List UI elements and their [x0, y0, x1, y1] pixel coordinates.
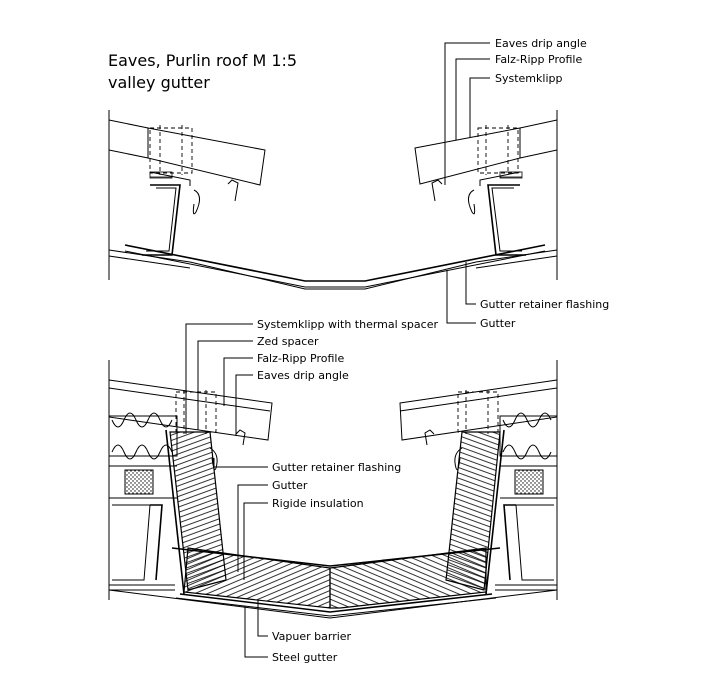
bottom-left-roof — [108, 379, 273, 595]
label-falz-ripp-profile-bottom: Falz-Ripp Profile — [257, 352, 344, 365]
label-gutter-retainer-flashing-bottom: Gutter retainer flashing — [272, 461, 401, 474]
label-gutter-retainer-flashing-top: Gutter retainer flashing — [480, 298, 609, 311]
label-eaves-drip-angle-top: Eaves drip angle — [495, 37, 587, 50]
label-eaves-drip-angle-bottom: Eaves drip angle — [257, 369, 349, 382]
bottom-detail: Systemklipp with thermal spacer Zed spac… — [108, 318, 558, 664]
label-vapuer-barrier: Vapuer barrier — [272, 630, 352, 643]
label-zed-spacer: Zed spacer — [257, 335, 319, 348]
label-gutter-top: Gutter — [480, 317, 516, 330]
label-systemklipp-thermal-spacer: Systemklipp with thermal spacer — [257, 318, 438, 331]
top-detail: Eaves drip angle Falz-Ripp Profile Syste… — [108, 37, 609, 330]
top-right-roof — [414, 119, 558, 269]
label-falz-ripp-profile-top: Falz-Ripp Profile — [495, 53, 582, 66]
bottom-leaders — [185, 323, 268, 658]
label-gutter-bottom: Gutter — [272, 479, 308, 492]
label-rigide-insulation: Rigide insulation — [272, 497, 364, 510]
drawing-subtitle: valley gutter — [108, 73, 210, 92]
top-leaders — [444, 42, 490, 324]
top-valley-gutter — [124, 244, 546, 290]
label-systemklipp-top: Systemklipp — [495, 72, 562, 85]
drawing-title: Eaves, Purlin roof M 1:5 — [108, 51, 297, 70]
label-steel-gutter: Steel gutter — [272, 651, 338, 664]
bottom-valley-gutter — [108, 547, 558, 619]
